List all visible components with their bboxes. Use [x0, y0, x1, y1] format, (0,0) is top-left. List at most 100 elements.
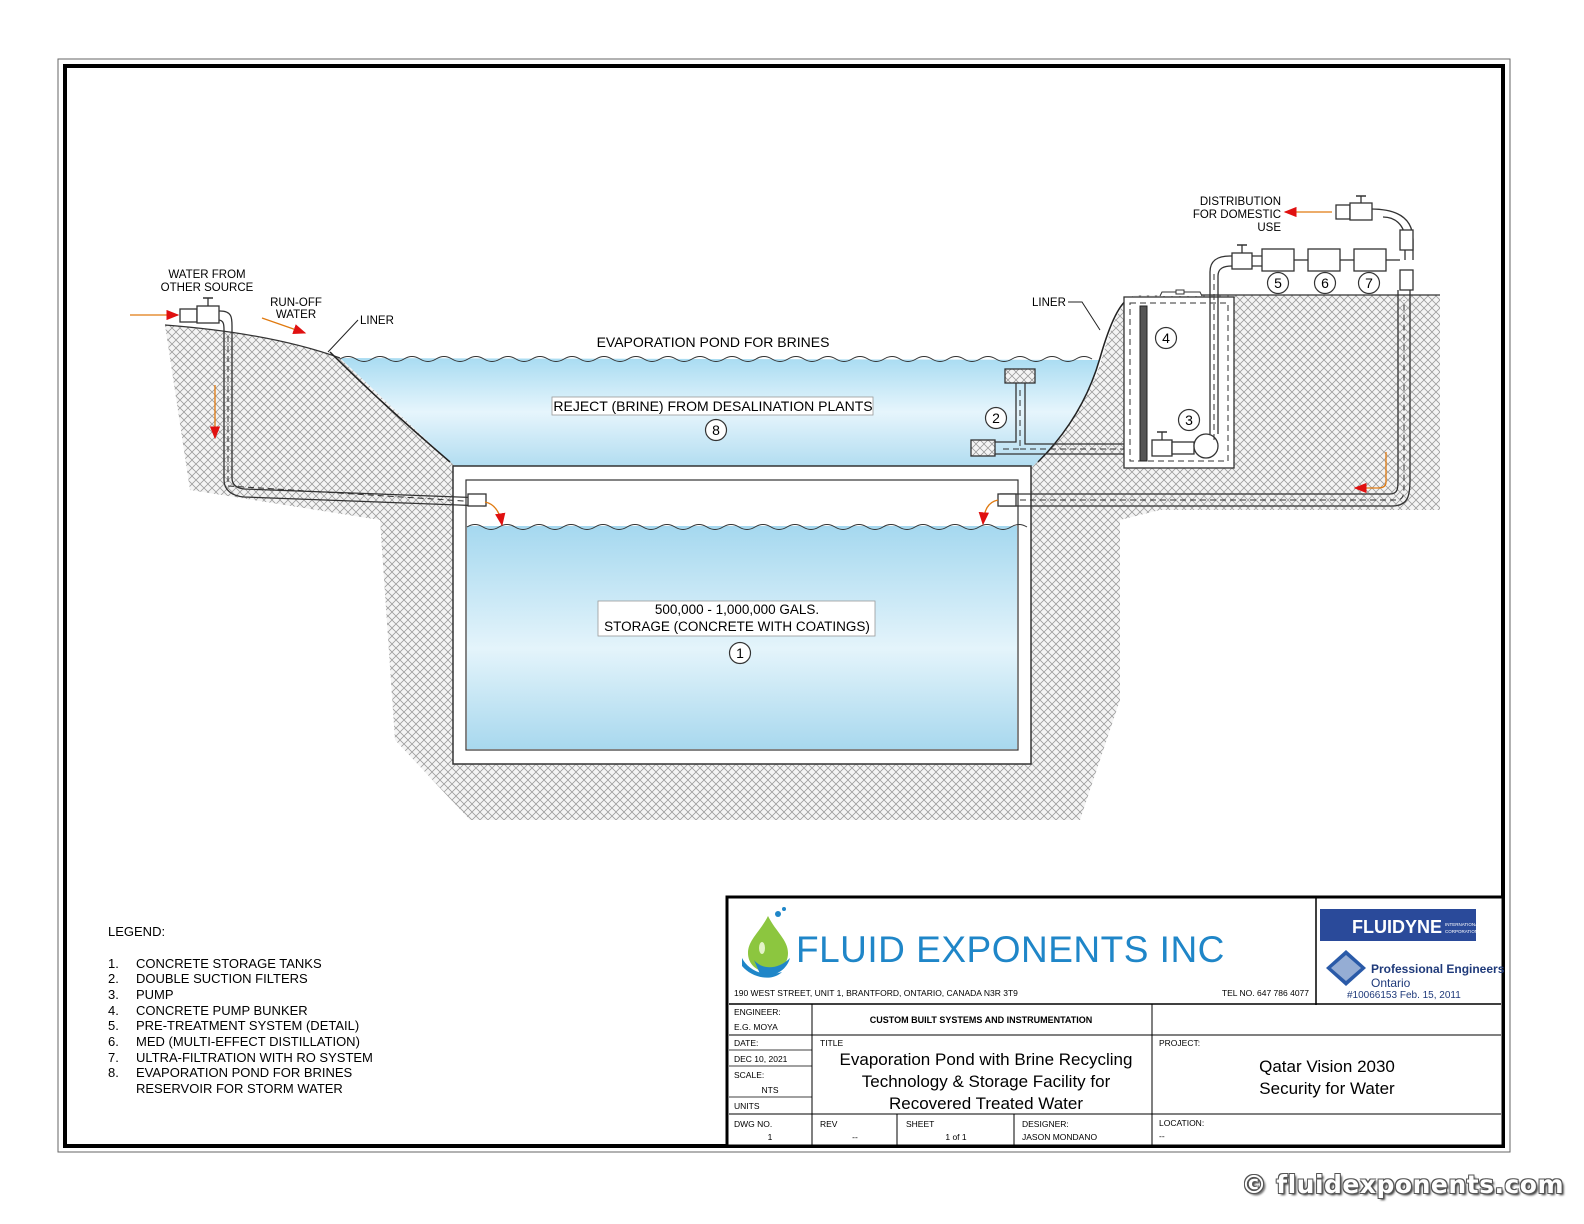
date-label: DATE: — [734, 1038, 758, 1048]
svg-text:7.: 7. — [108, 1050, 119, 1065]
callout-7: 7 — [1357, 271, 1381, 295]
ground-line-left — [164, 324, 341, 359]
title-block: FLUID EXPONENTS INC 190 WEST STREET, UNI… — [725, 895, 1505, 1148]
svg-text:3: 3 — [1185, 412, 1193, 428]
sheet-label: SHEET — [906, 1119, 934, 1129]
dwg-label: DWG NO. — [734, 1119, 772, 1129]
svg-text:PUMP: PUMP — [136, 987, 174, 1002]
engineer-label: ENGINEER: — [734, 1007, 781, 1017]
inlet-valve-left — [179, 297, 220, 324]
scale-value: NTS — [762, 1085, 779, 1095]
svg-text:PRE-TREATMENT SYSTEM (DETAIL): PRE-TREATMENT SYSTEM (DETAIL) — [136, 1018, 359, 1033]
company-tel: TEL NO. 647 786 4077 — [1222, 988, 1309, 998]
location-value: -- — [1159, 1131, 1165, 1141]
arrow-return-right — [1353, 452, 1387, 494]
svg-text:2: 2 — [992, 410, 1000, 426]
callout-1: 1 — [728, 641, 752, 665]
svg-text:6: 6 — [1321, 275, 1329, 291]
evap-pond-label: EVAPORATION POND FOR BRINES — [597, 334, 830, 350]
storage-label-1: 500,000 - 1,000,000 GALS. — [655, 602, 819, 617]
location-label: LOCATION: — [1159, 1118, 1204, 1128]
droplet-logo-icon — [742, 907, 790, 978]
project-line-1: Qatar Vision 2030 — [1259, 1057, 1395, 1076]
distribution-label-3: USE — [1257, 222, 1281, 234]
dwg-value: 1 — [768, 1132, 773, 1142]
pump-assembly — [1151, 431, 1219, 459]
pond-surface-waves — [339, 356, 1093, 362]
company-address: 190 WEST STREET, UNIT 1, BRANTFORD, ONTA… — [734, 988, 1018, 998]
svg-text:RESERVOIR FOR STORM WATER: RESERVOIR FOR STORM WATER — [136, 1081, 343, 1096]
runoff-label-2: WATER — [276, 309, 316, 321]
drawing-title-3: Recovered Treated Water — [889, 1094, 1083, 1113]
svg-text:8.: 8. — [108, 1065, 119, 1080]
callout-6: 6 — [1313, 271, 1337, 295]
liner-right-label: LINER — [1032, 297, 1066, 309]
liner-left-line — [329, 351, 451, 463]
legend-item: 1. CONCRETE STORAGE TANKS — [108, 956, 322, 971]
svg-text:3.: 3. — [108, 987, 119, 1002]
storage-label-box — [597, 600, 876, 637]
legend-title: LEGEND: — [108, 924, 165, 939]
liner-right-line — [1037, 297, 1131, 463]
legend-item: RESERVOIR FOR STORM WATER — [136, 1081, 343, 1096]
callout-5: 5 — [1266, 271, 1290, 295]
storage-tank-water — [467, 526, 1017, 749]
distribution-label-1: DISTRIBUTION — [1200, 196, 1281, 208]
callout-4: 4 — [1154, 326, 1178, 350]
reject-brine-box — [551, 396, 874, 416]
legend-item: 3. PUMP — [108, 987, 174, 1002]
scale-label: SCALE: — [734, 1070, 764, 1080]
distribution-label-2: FOR DOMESTIC — [1193, 209, 1281, 221]
svg-text:DOUBLE SUCTION FILTERS: DOUBLE SUCTION FILTERS — [136, 971, 308, 986]
svg-text:ULTRA-FILTRATION WITH RO SYSTE: ULTRA-FILTRATION WITH RO SYSTEM — [136, 1050, 373, 1065]
legend-item: 8. EVAPORATION POND FOR BRINES — [108, 1065, 353, 1080]
tank-surface-waves — [466, 524, 1028, 530]
arrow-into-tank-left — [484, 501, 506, 527]
title-label: TITLE — [820, 1038, 843, 1048]
pe-line-2: Ontario — [1371, 976, 1411, 990]
svg-text:5: 5 — [1274, 275, 1282, 291]
custom-built-text: CUSTOM BUILT SYSTEMS AND INSTRUMENTATION — [870, 1015, 1093, 1025]
legend-item: 5. PRE-TREATMENT SYSTEM (DETAIL) — [108, 1018, 359, 1033]
peo-seal-icon — [1326, 950, 1366, 986]
treatment-units — [1231, 195, 1414, 291]
date-value: DEC 10, 2021 — [734, 1054, 788, 1064]
fluidyne-logo — [1320, 909, 1476, 941]
svg-text:8: 8 — [712, 422, 720, 438]
designer-label: DESIGNER: — [1022, 1119, 1069, 1129]
water-from-label-2: OTHER SOURCE — [161, 282, 254, 294]
runoff-label-1: RUN-OFF — [270, 297, 322, 309]
svg-text:1.: 1. — [108, 956, 119, 971]
liner-left-leader — [327, 319, 359, 353]
fluidyne-logo-text: FLUIDYNE — [1352, 917, 1442, 937]
fluidyne-sub-2: CORPORATION — [1445, 929, 1478, 934]
svg-text:7: 7 — [1365, 275, 1373, 291]
callout-8: 8 — [704, 418, 728, 442]
project-line-2: Security for Water — [1259, 1079, 1395, 1098]
liner-left-label: LINER — [360, 315, 394, 327]
sheet-value: 1 of 1 — [945, 1132, 967, 1142]
rev-value: -- — [852, 1132, 858, 1142]
drawing-title-2: Technology & Storage Facility for — [862, 1072, 1111, 1091]
svg-text:4.: 4. — [108, 1003, 119, 1018]
legend-item: 4. CONCRETE PUMP BUNKER — [108, 1003, 308, 1018]
company-name: FLUID EXPONENTS INC — [796, 929, 1225, 970]
fluidyne-sub-1: INTERNATIONAL — [1445, 922, 1481, 927]
legend-item: 2. DOUBLE SUCTION FILTERS — [108, 971, 308, 986]
callout-2: 2 — [984, 406, 1008, 430]
project-label: PROJECT: — [1159, 1038, 1200, 1048]
legend-item: 6. MED (MULTI-EFFECT DISTILLATION) — [108, 1034, 360, 1049]
svg-text:1: 1 — [736, 645, 744, 661]
water-from-label-1: WATER FROM — [168, 269, 245, 281]
inlet-pipe-left — [180, 310, 487, 507]
svg-text:EVAPORATION POND FOR BRINES: EVAPORATION POND FOR BRINES — [136, 1065, 353, 1080]
reject-brine-label: REJECT (BRINE) FROM DESALINATION PLANTS — [553, 398, 872, 414]
svg-text:5.: 5. — [108, 1018, 119, 1033]
arrow-into-tank-right — [978, 499, 999, 526]
watermark: © fluidexponents.com — [1241, 1170, 1564, 1199]
designer-value: JASON MONDANO — [1022, 1132, 1097, 1142]
return-pipe-right — [997, 290, 1411, 507]
engineer-value: E.G. MOYA — [734, 1022, 778, 1032]
legend: LEGEND: 1. CONCRETE STORAGE TANKS 2. DOU… — [108, 924, 373, 1096]
